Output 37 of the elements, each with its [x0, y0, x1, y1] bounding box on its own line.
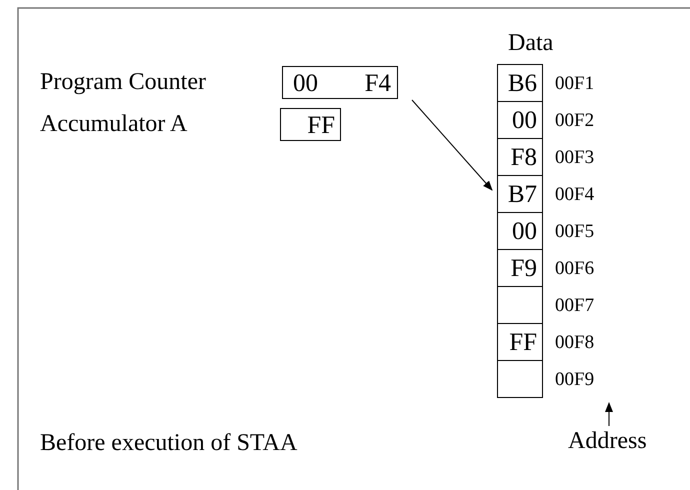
register-name: Program Counter: [40, 69, 206, 95]
cell-value: B6: [508, 70, 537, 98]
cell-value: 00: [512, 107, 537, 135]
register-box: [280, 108, 341, 141]
cell-value: F9: [510, 255, 537, 283]
memory-cell: [497, 323, 543, 361]
memory-cell: [497, 212, 543, 250]
arrow: [605, 402, 613, 426]
address-label: 00F9: [555, 369, 594, 391]
register-value: F4: [364, 70, 391, 98]
address-label: 00F8: [555, 332, 594, 354]
cell-value: FF: [509, 329, 537, 357]
axis-caption: Address: [568, 428, 647, 454]
memory-cell: [497, 101, 543, 139]
memory-cell: [497, 138, 543, 176]
register-value: FF: [307, 112, 335, 140]
address-label: 00F2: [555, 110, 594, 132]
cell-value: F8: [510, 144, 537, 172]
register-name: Accumulator A: [40, 111, 188, 137]
address-label: 00F5: [555, 221, 594, 243]
address-label: 00F7: [555, 295, 594, 317]
memory-cell: [497, 360, 543, 398]
memory-cell: [497, 64, 543, 102]
address-label: 00F6: [555, 258, 594, 280]
register-box: [282, 66, 398, 99]
memory-cell: [497, 175, 543, 213]
register-value: 00: [293, 70, 318, 98]
cell-value: 00: [512, 218, 537, 246]
title: Before execution of STAA: [40, 430, 298, 456]
address-label: 00F4: [555, 184, 594, 206]
address-label: 00F3: [555, 147, 594, 169]
memory-cell: [497, 249, 543, 287]
column-heading: Data: [508, 30, 554, 56]
pointer-arrow: [412, 100, 493, 191]
cell-value: B7: [508, 181, 537, 209]
address-label: 00F1: [555, 73, 594, 95]
memory-cell: [497, 286, 543, 324]
